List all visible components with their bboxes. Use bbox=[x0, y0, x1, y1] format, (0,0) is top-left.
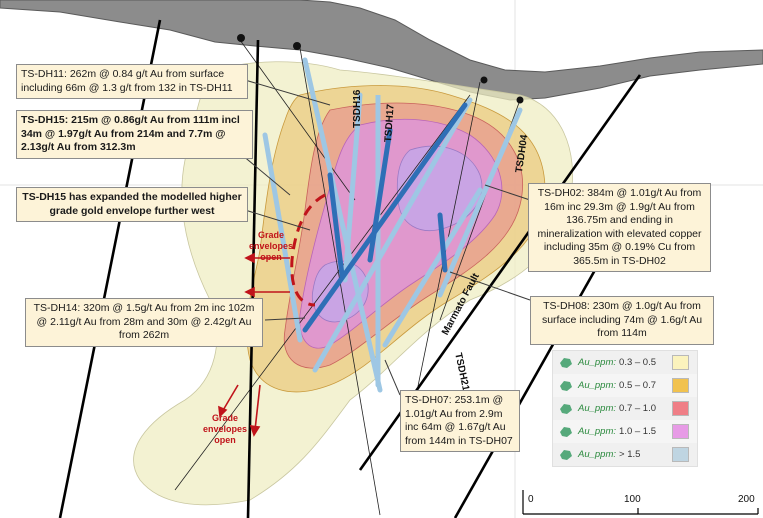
callout-ts-dh07: TS-DH07: 253.1m @ 1.01g/t Au from 2.9m i… bbox=[400, 390, 520, 452]
callout-ts-dh11: TS-DH11: 262m @ 0.84 g/t Au from surface… bbox=[16, 64, 248, 99]
scale-tick-100: 100 bbox=[624, 494, 641, 505]
callout-ts-dh15: TS-DH15: 215m @ 0.86g/t Au from 111m inc… bbox=[16, 110, 253, 159]
drill-collars bbox=[237, 34, 524, 104]
shell-icon bbox=[559, 449, 573, 461]
legend-field: Au_ppm: bbox=[578, 449, 617, 460]
legend-field: Au_ppm: bbox=[578, 403, 617, 414]
legend-row: Au_ppm: 0.3 – 0.5 bbox=[553, 351, 697, 374]
legend-swatch bbox=[672, 378, 689, 393]
legend-field: Au_ppm: bbox=[578, 357, 617, 368]
legend-swatch bbox=[672, 355, 689, 370]
legend-range: 0.7 – 1.0 bbox=[619, 403, 657, 414]
shell-icon bbox=[559, 426, 573, 438]
legend-swatch bbox=[672, 447, 689, 462]
legend-range: 1.0 – 1.5 bbox=[619, 426, 657, 437]
legend-range: 0.3 – 0.5 bbox=[619, 357, 657, 368]
legend-range: 0.5 – 0.7 bbox=[619, 380, 657, 391]
grade-note-upper: Grade envelopes open bbox=[248, 230, 294, 262]
shell-icon bbox=[559, 403, 573, 415]
higher-grade-envelope-outline bbox=[290, 193, 326, 307]
legend-swatch bbox=[672, 424, 689, 439]
drillhole-label-tsdh16: TSDH16 bbox=[352, 89, 363, 128]
legend-field: Au_ppm: bbox=[578, 426, 617, 437]
callout-ts-dh08: TS-DH08: 230m @ 1.0g/t Au from surface i… bbox=[530, 296, 714, 345]
legend-row: Au_ppm: 0.7 – 1.0 bbox=[553, 397, 697, 420]
grade-legend: Au_ppm: 0.3 – 0.5 Au_ppm: 0.5 – 0.7 Au_p… bbox=[552, 350, 698, 467]
legend-row: Au_ppm: 0.5 – 0.7 bbox=[553, 374, 697, 397]
scale-tick-0: 0 bbox=[528, 494, 534, 505]
scale-bar: 0 100 200 bbox=[518, 488, 763, 518]
open-arrows bbox=[218, 252, 290, 437]
callout-ts-dh14: TS-DH14: 320m @ 1.5g/t Au from 2m inc 10… bbox=[25, 298, 263, 347]
legend-range: > 1.5 bbox=[619, 449, 641, 460]
callout-ts-dh15-expanded: TS-DH15 has expanded the modelled higher… bbox=[16, 187, 248, 222]
shell-icon bbox=[559, 380, 573, 392]
terrain-surface bbox=[0, 0, 763, 101]
legend-swatch bbox=[672, 401, 689, 416]
grade-note-lower: Grade envelopes open bbox=[202, 413, 248, 445]
scale-tick-200: 200 bbox=[738, 494, 755, 505]
legend-field: Au_ppm: bbox=[578, 380, 617, 391]
drillholes-high-grade bbox=[302, 102, 468, 333]
callout-ts-dh02: TS-DH02: 384m @ 1.01g/t Au from 16m inc … bbox=[528, 183, 711, 272]
legend-row: Au_ppm: 1.0 – 1.5 bbox=[553, 420, 697, 443]
shell-icon bbox=[559, 357, 573, 369]
legend-row: Au_ppm: > 1.5 bbox=[553, 443, 697, 466]
